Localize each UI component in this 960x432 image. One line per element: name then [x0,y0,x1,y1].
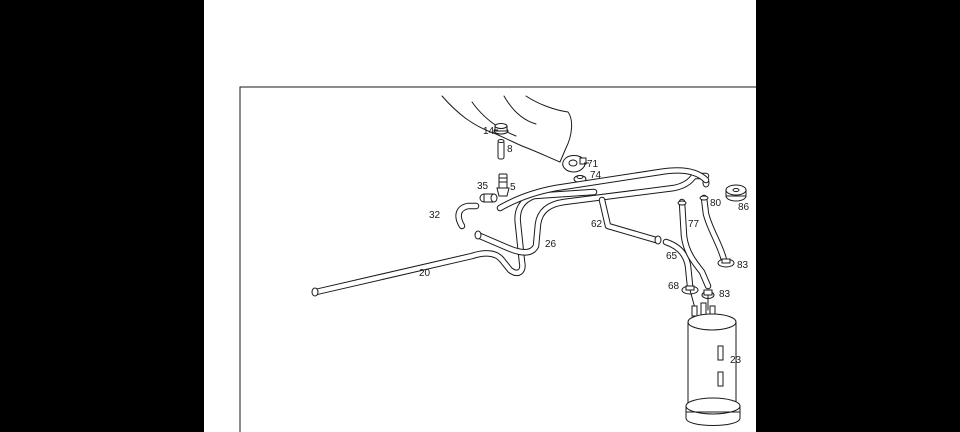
clamp-83-upper [717,258,735,268]
cap-14 [493,123,509,135]
callout-83-upper: 83 [737,260,749,271]
line-62 [496,167,710,245]
callout-77: 77 [688,219,700,230]
callout-14: 14 [483,126,495,137]
callout-80: 80 [710,198,722,209]
grommet-86 [725,184,747,202]
diagram-sheet: 14 8 71 74 5 35 32 [204,0,756,432]
canister-23 [685,289,741,426]
fuel-vent-line-diagram: 14 8 71 74 5 35 32 [239,86,756,432]
callout-26: 26 [545,239,557,250]
callout-71: 71 [587,159,599,170]
connector-35 [479,193,498,203]
valve-5 [496,173,510,197]
callout-68: 68 [668,281,680,292]
callout-74: 74 [590,170,602,181]
callout-86: 86 [738,202,750,213]
callout-5: 5 [510,182,516,193]
pin-8 [497,139,505,160]
hose-65 [662,238,694,290]
callout-8: 8 [507,144,513,155]
fuel-tank [441,95,573,163]
hose-32 [455,202,480,230]
callout-20: 20 [419,268,431,279]
callout-83-lower: 83 [719,289,731,300]
hose-77 [677,198,712,290]
callout-35: 35 [477,181,489,192]
callout-65: 65 [666,251,678,262]
callout-32: 32 [429,210,441,221]
line-26 [474,172,710,256]
callout-23: 23 [730,355,742,366]
hose-80 [699,194,728,264]
clamp-71 [562,155,587,173]
diagram-frame [239,86,756,432]
callout-62: 62 [591,219,603,230]
line-20 [311,188,598,297]
